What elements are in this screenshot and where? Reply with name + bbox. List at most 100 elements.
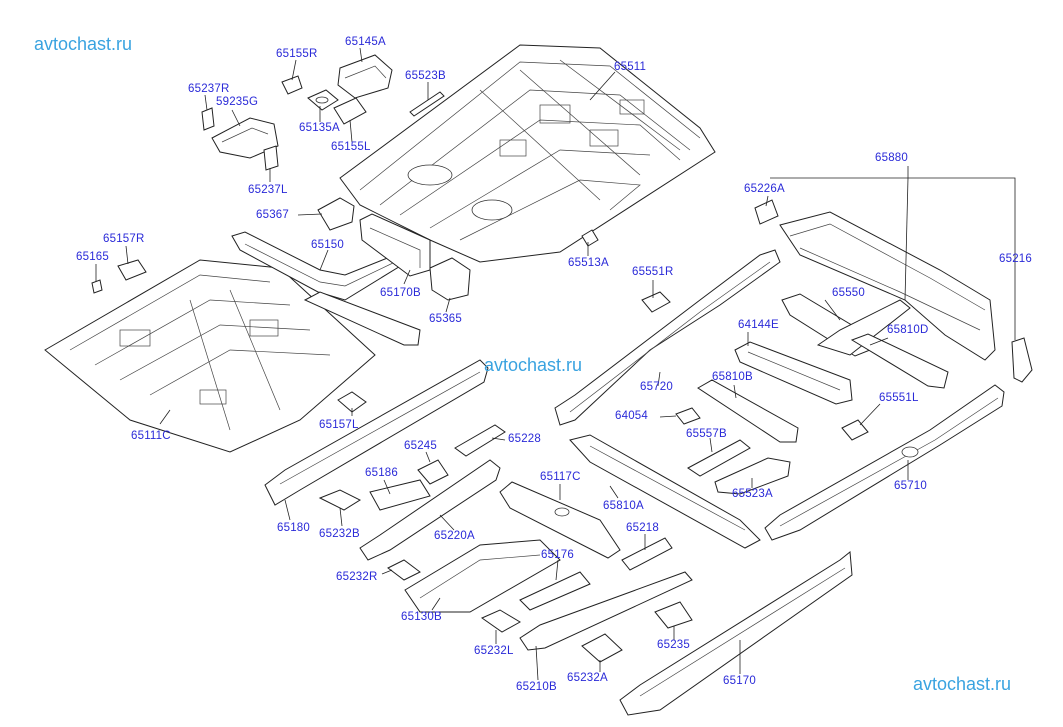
label-64054[interactable]: 64054 <box>615 410 648 422</box>
part-65220A <box>359 459 501 561</box>
part-65810D <box>850 333 949 389</box>
label-65180[interactable]: 65180 <box>277 522 310 534</box>
part-65150-lower <box>303 291 421 346</box>
label-65232L[interactable]: 65232L <box>474 645 514 657</box>
label-65720[interactable]: 65720 <box>640 381 673 393</box>
part-65557B <box>687 439 751 477</box>
label-65155R[interactable]: 65155R <box>276 48 318 60</box>
label-65218[interactable]: 65218 <box>626 522 659 534</box>
label-65550[interactable]: 65550 <box>832 287 865 299</box>
label-65117C[interactable]: 65117C <box>540 471 581 483</box>
part-65551L <box>841 419 869 441</box>
part-65880-rear-frame <box>779 211 996 361</box>
label-65157L[interactable]: 65157L <box>319 419 359 431</box>
part-64144E <box>734 341 853 405</box>
label-65523A[interactable]: 65523A <box>732 488 773 500</box>
label-65551L[interactable]: 65551L <box>879 392 919 404</box>
label-65551R[interactable]: 65551R <box>632 266 674 278</box>
label-65176[interactable]: 65176 <box>541 549 574 561</box>
label-65237L[interactable]: 65237L <box>248 184 288 196</box>
part-65218 <box>621 537 673 571</box>
label-65245[interactable]: 65245 <box>404 440 437 452</box>
part-65232R <box>387 559 421 581</box>
label-65157R[interactable]: 65157R <box>103 233 145 245</box>
part-65237R <box>201 107 215 131</box>
label-65170[interactable]: 65170 <box>723 675 756 687</box>
watermark-center: avtochast.ru <box>484 355 583 375</box>
label-65710[interactable]: 65710 <box>894 480 927 492</box>
label-65130B[interactable]: 65130B <box>401 611 442 623</box>
part-65237L <box>263 145 279 171</box>
label-65513A[interactable]: 65513A <box>568 257 609 269</box>
part-65523A <box>714 457 791 495</box>
part-65232B <box>318 489 362 511</box>
part-65135A <box>307 89 339 111</box>
label-65135A[interactable]: 65135A <box>299 122 340 134</box>
part-65157L <box>337 391 367 413</box>
part-64054 <box>675 407 701 425</box>
label-65228[interactable]: 65228 <box>508 433 541 445</box>
label-65237R[interactable]: 65237R <box>188 83 230 95</box>
part-65232L <box>480 609 521 633</box>
label-65232B[interactable]: 65232B <box>319 528 360 540</box>
part-65228 <box>454 424 506 457</box>
label-65880[interactable]: 65880 <box>875 152 908 164</box>
part-65186 <box>369 479 431 511</box>
part-65210B <box>519 571 693 651</box>
label-65226A[interactable]: 65226A <box>744 183 785 195</box>
part-65365 <box>429 257 471 301</box>
part-65180 <box>264 359 489 506</box>
label-65170B[interactable]: 65170B <box>380 287 421 299</box>
label-65150[interactable]: 65150 <box>311 239 344 251</box>
label-65810B[interactable]: 65810B <box>712 371 753 383</box>
part-65550 <box>781 293 911 357</box>
part-65367 <box>317 197 355 231</box>
label-65810A[interactable]: 65810A <box>603 500 644 512</box>
part-65710 <box>764 384 1005 541</box>
watermark-top-left: avtochast.ru <box>34 34 133 54</box>
part-65170 <box>619 551 853 716</box>
label-65511[interactable]: 65511 <box>614 61 647 73</box>
part-65216 <box>1011 337 1033 383</box>
part-65145A <box>337 54 393 99</box>
part-65523B <box>409 91 445 117</box>
part-65111C-front-floor <box>44 259 376 453</box>
label-65145A[interactable]: 65145A <box>345 36 386 48</box>
label-65232A[interactable]: 65232A <box>567 672 608 684</box>
label-65557B[interactable]: 65557B <box>686 428 727 440</box>
label-65810D[interactable]: 65810D <box>887 324 929 336</box>
label-59235G[interactable]: 59235G <box>216 96 259 108</box>
part-65245 <box>417 459 449 485</box>
label-65210B[interactable]: 65210B <box>516 681 557 693</box>
part-65235 <box>654 601 693 629</box>
label-65235[interactable]: 65235 <box>657 639 690 651</box>
part-65810B <box>697 379 799 443</box>
label-65367[interactable]: 65367 <box>256 209 289 221</box>
part-65165 <box>91 279 103 294</box>
label-65111C[interactable]: 65111C <box>131 430 171 442</box>
part-65720 <box>554 249 781 426</box>
watermark-bottom-right: avtochast.ru <box>913 674 1012 694</box>
part-65155L <box>333 97 367 125</box>
part-65232A <box>581 633 623 663</box>
label-65155L[interactable]: 65155L <box>331 141 371 153</box>
label-64144E[interactable]: 64144E <box>738 319 779 331</box>
part-65513A <box>581 229 599 247</box>
label-65523B[interactable]: 65523B <box>405 70 446 82</box>
label-65165[interactable]: 65165 <box>76 251 109 263</box>
part-65810A <box>569 434 761 549</box>
label-65232R[interactable]: 65232R <box>336 571 378 583</box>
part-65551R <box>641 291 671 313</box>
label-65220A[interactable]: 65220A <box>434 530 475 542</box>
leader-lines <box>95 47 1016 681</box>
label-65365[interactable]: 65365 <box>429 313 462 325</box>
part-65130B <box>404 539 561 613</box>
part-65511-rear-floor <box>339 44 716 263</box>
part-59235G <box>211 117 279 159</box>
part-65117C <box>499 481 621 559</box>
label-65216[interactable]: 65216 <box>999 253 1032 265</box>
label-65186[interactable]: 65186 <box>365 467 398 479</box>
part-65157R <box>117 259 147 281</box>
